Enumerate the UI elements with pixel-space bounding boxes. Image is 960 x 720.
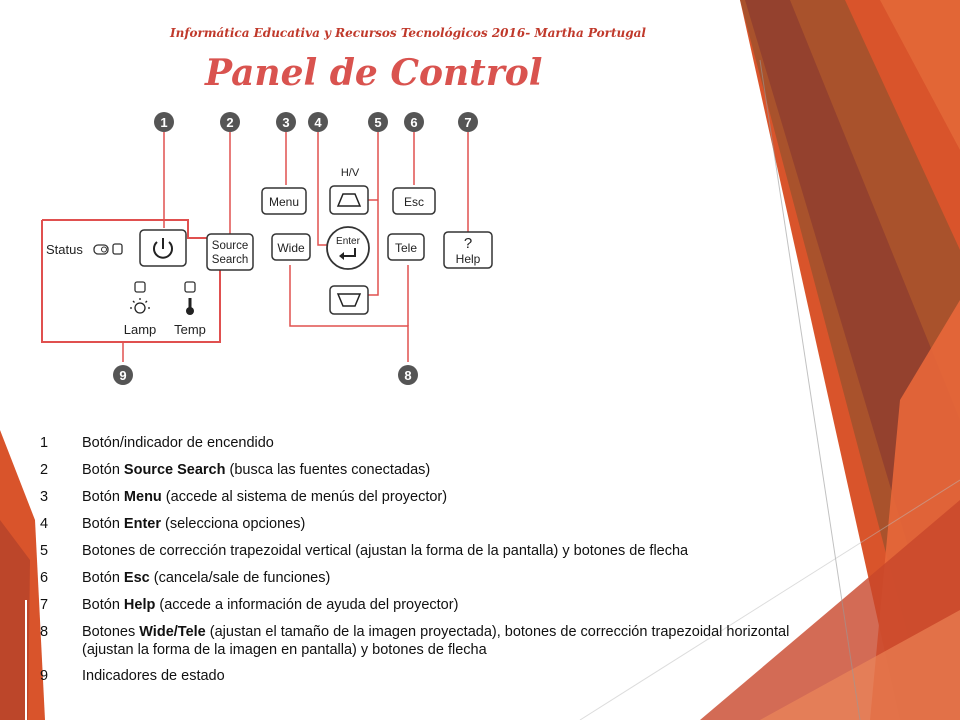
callout-9: 9 — [113, 365, 133, 385]
lamp-icon — [130, 298, 150, 314]
item-number: 3 — [40, 489, 49, 505]
callout-5: 5 — [368, 112, 388, 132]
callout-4: 4 — [308, 112, 328, 132]
item-number: 2 — [40, 462, 49, 478]
power-icon — [153, 238, 173, 259]
callout-6: 6 — [404, 112, 424, 132]
svg-text:Wide: Wide — [277, 241, 305, 255]
svg-text:Source: Source — [212, 240, 248, 252]
callout-1: 1 — [154, 112, 174, 132]
page-title: Panel de Control — [205, 52, 543, 94]
lamp-indicator: Lamp — [124, 281, 157, 337]
list-item: 2 Botón Source Search (busca las fuentes… — [40, 462, 431, 478]
svg-text:Enter: Enter — [336, 236, 361, 247]
svg-text:Esc: Esc — [404, 195, 424, 209]
svg-text:9: 9 — [119, 368, 126, 383]
item-number: 1 — [40, 435, 49, 451]
status-label: Status — [46, 242, 83, 257]
item-number: 4 — [40, 516, 49, 532]
tele-button[interactable]: Tele — [387, 233, 425, 261]
item-number: 9 — [40, 668, 49, 684]
menu-button[interactable]: Menu — [261, 187, 307, 215]
item-number: 5 — [40, 543, 49, 559]
source-search-button[interactable]: Source Search — [206, 233, 254, 271]
item-number: 7 — [40, 597, 49, 613]
list-item: 4 Botón Enter (selecciona opciones) — [40, 516, 306, 532]
svg-text:5: 5 — [374, 115, 381, 130]
list-item: 8 Botones Wide/Tele (ajustan el tamaño d… — [40, 624, 790, 658]
svg-text:2: 2 — [226, 115, 233, 130]
callout-8: 8 — [398, 365, 418, 385]
svg-text:3: 3 — [282, 115, 289, 130]
item-number: 8 — [40, 624, 49, 640]
keystone-up-icon — [336, 193, 362, 207]
power-button[interactable] — [139, 229, 187, 267]
svg-text:Search: Search — [212, 254, 248, 266]
svg-text:1: 1 — [160, 115, 167, 130]
list-item: 9 Indicadores de estado — [40, 668, 225, 684]
list-item: 3 Botón Menu (accede al sistema de menús… — [40, 489, 448, 505]
temp-indicator: Temp — [174, 281, 206, 337]
question-mark-icon: ? — [464, 235, 472, 252]
list-item: 6 Botón Esc (cancela/sale de funciones) — [40, 570, 331, 586]
item-number: 6 — [40, 570, 49, 586]
svg-text:Tele: Tele — [395, 241, 417, 255]
svg-text:Help: Help — [456, 252, 481, 266]
header-caption: Informática Educativa y Recursos Tecnoló… — [170, 26, 646, 40]
list-item: 5 Botones de corrección trapezoidal vert… — [40, 543, 689, 559]
control-panel-diagram: 1 2 3 4 5 6 7 8 9 Status — [41, 112, 493, 385]
keystone-down-button[interactable] — [329, 285, 369, 315]
status-led-icon — [93, 243, 123, 255]
wide-button[interactable]: Wide — [271, 233, 311, 261]
enter-button[interactable]: Enter — [326, 226, 370, 270]
callout-3: 3 — [276, 112, 296, 132]
keystone-down-icon — [336, 293, 362, 307]
callout-7: 7 — [458, 112, 478, 132]
list-item: 1 Botón/indicador de encendido — [40, 435, 274, 451]
esc-button[interactable]: Esc — [392, 187, 436, 215]
lamp-label: Lamp — [124, 322, 157, 337]
enter-icon — [339, 248, 356, 260]
svg-text:4: 4 — [314, 115, 322, 130]
help-button[interactable]: ? Help — [443, 231, 493, 269]
svg-text:7: 7 — [464, 115, 471, 130]
hv-label: H/V — [341, 167, 360, 179]
svg-text:8: 8 — [404, 368, 411, 383]
list-item: 7 Botón Help (accede a información de ay… — [40, 597, 459, 613]
keystone-up-button[interactable] — [329, 185, 369, 215]
svg-text:Menu: Menu — [269, 195, 299, 209]
callout-2: 2 — [220, 112, 240, 132]
temp-label: Temp — [174, 322, 206, 337]
legend-list: 1 Botón/indicador de encendido 2 Botón S… — [40, 434, 820, 694]
svg-text:6: 6 — [410, 115, 417, 130]
thermometer-icon — [186, 298, 194, 315]
